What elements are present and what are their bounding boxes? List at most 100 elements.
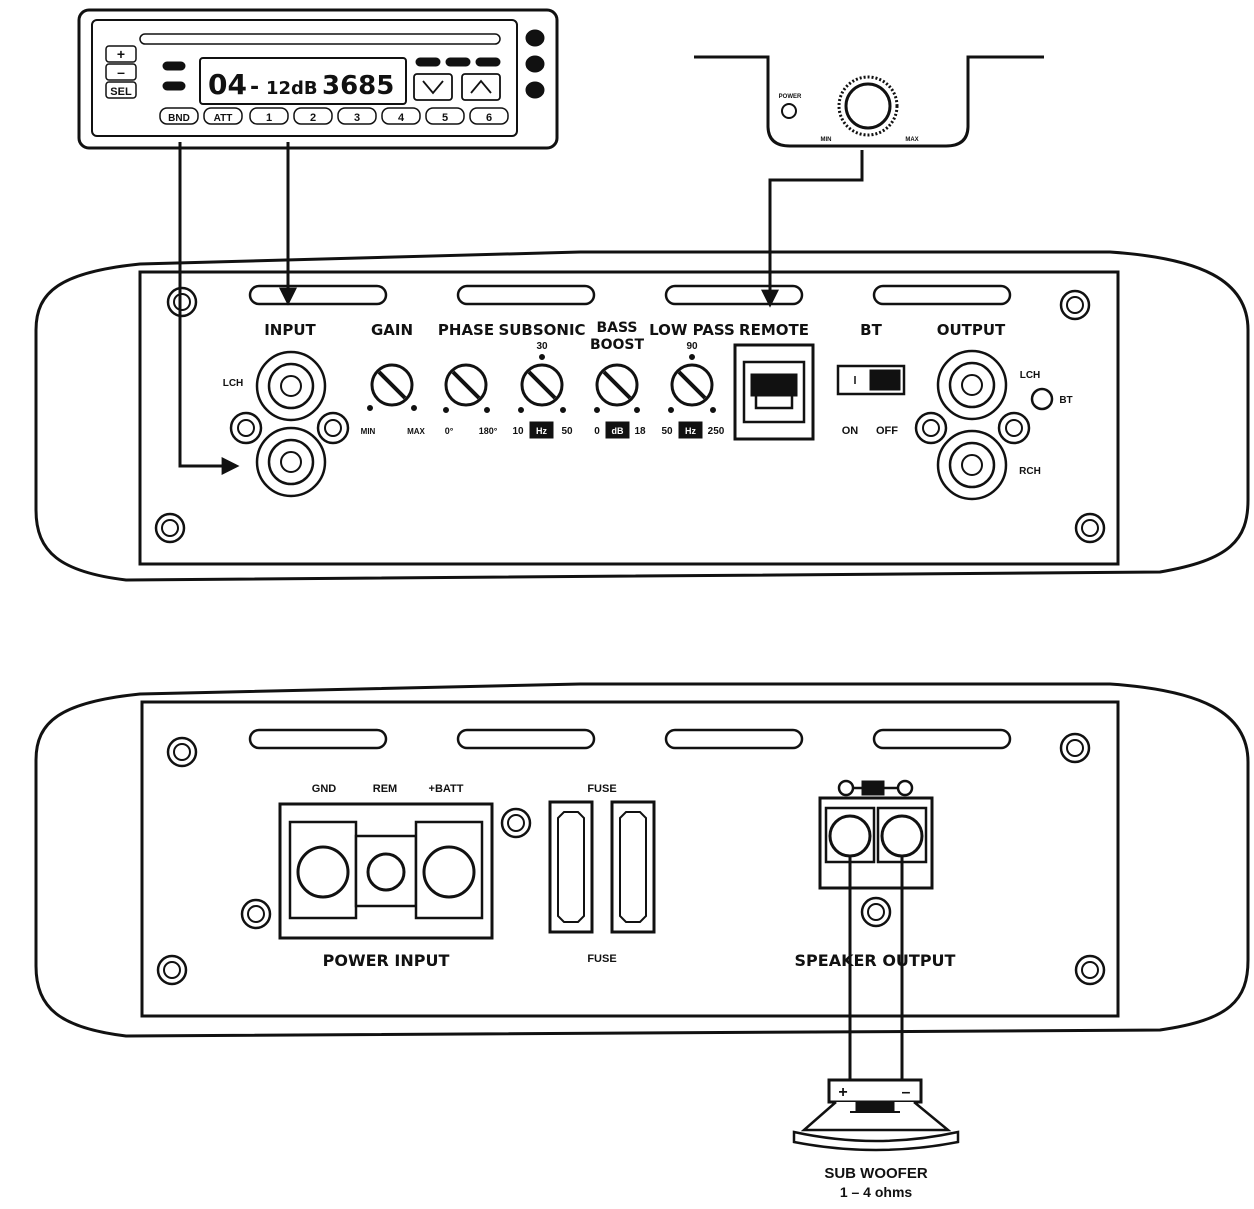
output-lch-rca-jack[interactable] — [936, 349, 1008, 421]
batt-terminal[interactable] — [422, 845, 476, 899]
svg-text:2: 2 — [310, 112, 316, 124]
bt-on-label: ON — [842, 425, 859, 437]
low-pass-mid-label: 90 — [686, 341, 698, 352]
head-unit-up-button[interactable] — [461, 73, 501, 101]
head-unit-sel-button[interactable]: SEL — [105, 81, 137, 99]
output-lch-label: LCH — [1020, 370, 1041, 381]
head-unit-knob-3[interactable] — [525, 81, 545, 99]
output-label: OUTPUT — [937, 321, 1006, 339]
cd-slot — [139, 33, 501, 45]
subwoofer-label: SUB WOOFER — [824, 1165, 927, 1182]
subsonic-knob[interactable] — [520, 363, 564, 407]
screw — [154, 512, 186, 544]
svg-text:ATT: ATT — [214, 113, 233, 124]
head-unit-indicator-top — [162, 61, 186, 71]
output-rch-label: RCH — [1019, 466, 1041, 477]
display-track: 04 — [208, 68, 247, 101]
head-unit-minus-button[interactable]: – — [105, 63, 137, 81]
output-rch-rca-jack[interactable] — [936, 429, 1008, 501]
subsonic-unit-label: Hz — [536, 426, 547, 436]
bass-boost-label-2: BOOST — [590, 337, 645, 353]
rem-terminal[interactable] — [366, 852, 406, 892]
screw — [156, 954, 188, 986]
amp-front-panel: INPUT LCH GAIN MIN MAX PHASE 0° 180° S — [34, 250, 1250, 582]
svg-text:+: + — [117, 46, 125, 62]
dial-dot — [689, 354, 695, 360]
speaker-output-label: SPEAKER OUTPUT — [795, 951, 956, 970]
display-level: 12dB — [266, 78, 318, 99]
head-unit-att-button[interactable]: ATT — [203, 107, 243, 125]
head-unit-bnd-button[interactable]: BND — [159, 107, 199, 125]
subsonic-min-label: 10 — [512, 426, 524, 437]
speaker-minus-terminal[interactable] — [880, 814, 924, 858]
screw — [166, 286, 198, 318]
dial-dot — [539, 354, 545, 360]
gain-knob[interactable] — [370, 363, 414, 407]
head-unit-knob-2[interactable] — [525, 55, 545, 73]
bt-toggle-switch[interactable] — [836, 364, 906, 396]
dial-dot — [594, 407, 600, 413]
bt-status-led — [1030, 387, 1054, 411]
head-unit-preset-5[interactable]: 5 — [425, 107, 465, 125]
mount-bolt — [316, 411, 350, 445]
subwoofer: + – SUB WOOFER 1 – 4 ohms — [792, 1078, 960, 1200]
fuse-holder-2[interactable] — [610, 800, 656, 934]
gain-min-label: MIN — [361, 427, 376, 436]
remote-rj45-port[interactable] — [733, 343, 815, 441]
svg-text:–: – — [117, 64, 125, 80]
head-unit-plus-button[interactable]: + — [105, 45, 137, 63]
bass-boost-knob[interactable] — [595, 363, 639, 407]
bt-label: BT — [860, 321, 882, 339]
input-rch-rca-jack[interactable] — [255, 426, 327, 498]
chevron-down-icon — [422, 80, 444, 95]
bass-boost-unit-box — [605, 421, 630, 439]
remote-level-knob[interactable] — [844, 82, 892, 130]
bass-boost-label-1: BASS — [596, 320, 637, 336]
subwoofer-minus-label: – — [902, 1084, 911, 1101]
screw — [860, 896, 892, 928]
screw — [1059, 289, 1091, 321]
amp-rear-panel: GND REM +BATT POWER INPUT FUSE FUSE — [34, 682, 1250, 1038]
phase-max-label: 180° — [479, 426, 498, 436]
head-unit-down-button[interactable] — [413, 73, 453, 101]
wiring — [178, 142, 904, 1080]
speaker-plus-terminal[interactable] — [828, 814, 872, 858]
input-lch-rca-jack[interactable] — [255, 350, 327, 422]
dial-dot — [484, 407, 490, 413]
head-unit-preset-3[interactable]: 3 — [337, 107, 377, 125]
low-pass-knob[interactable] — [670, 363, 714, 407]
head-unit: + – SEL 04 - 12dB 3685 — [77, 8, 559, 150]
input-lch-label: LCH — [223, 378, 244, 389]
vent-slot — [872, 728, 1012, 750]
phase-knob[interactable] — [444, 363, 488, 407]
power-input-terminal — [278, 802, 494, 940]
head-unit-preset-6[interactable]: 6 — [469, 107, 509, 125]
head-unit-preset-1[interactable]: 1 — [249, 107, 289, 125]
vent-slot — [872, 284, 1012, 306]
fuse-holder-1[interactable] — [548, 800, 594, 934]
head-unit-knob-1[interactable] — [525, 29, 545, 47]
screw — [500, 807, 532, 839]
head-unit-preset-2[interactable]: 2 — [293, 107, 333, 125]
remote-min-label: MIN — [821, 137, 832, 143]
vent-slot — [456, 284, 596, 306]
svg-text:1: 1 — [266, 112, 272, 124]
svg-text:SEL: SEL — [110, 86, 132, 98]
mount-bolt — [914, 411, 948, 445]
dial-dot — [710, 407, 716, 413]
head-unit-indicator-bottom — [162, 81, 186, 91]
fuse-label: FUSE — [587, 783, 616, 795]
vent-slot — [456, 728, 596, 750]
mount-bolt — [997, 411, 1031, 445]
subsonic-unit-box — [529, 421, 554, 439]
speaker-polarity-legend — [837, 779, 914, 797]
dial-dot — [367, 405, 373, 411]
gnd-terminal[interactable] — [296, 845, 350, 899]
phase-min-label: 0° — [445, 426, 454, 436]
bass-boost-unit-label: dB — [612, 426, 624, 436]
vent-slot — [248, 728, 388, 750]
dial-dot — [411, 405, 417, 411]
head-unit-preset-4[interactable]: 4 — [381, 107, 421, 125]
subsonic-label: SUBSONIC — [498, 321, 585, 339]
